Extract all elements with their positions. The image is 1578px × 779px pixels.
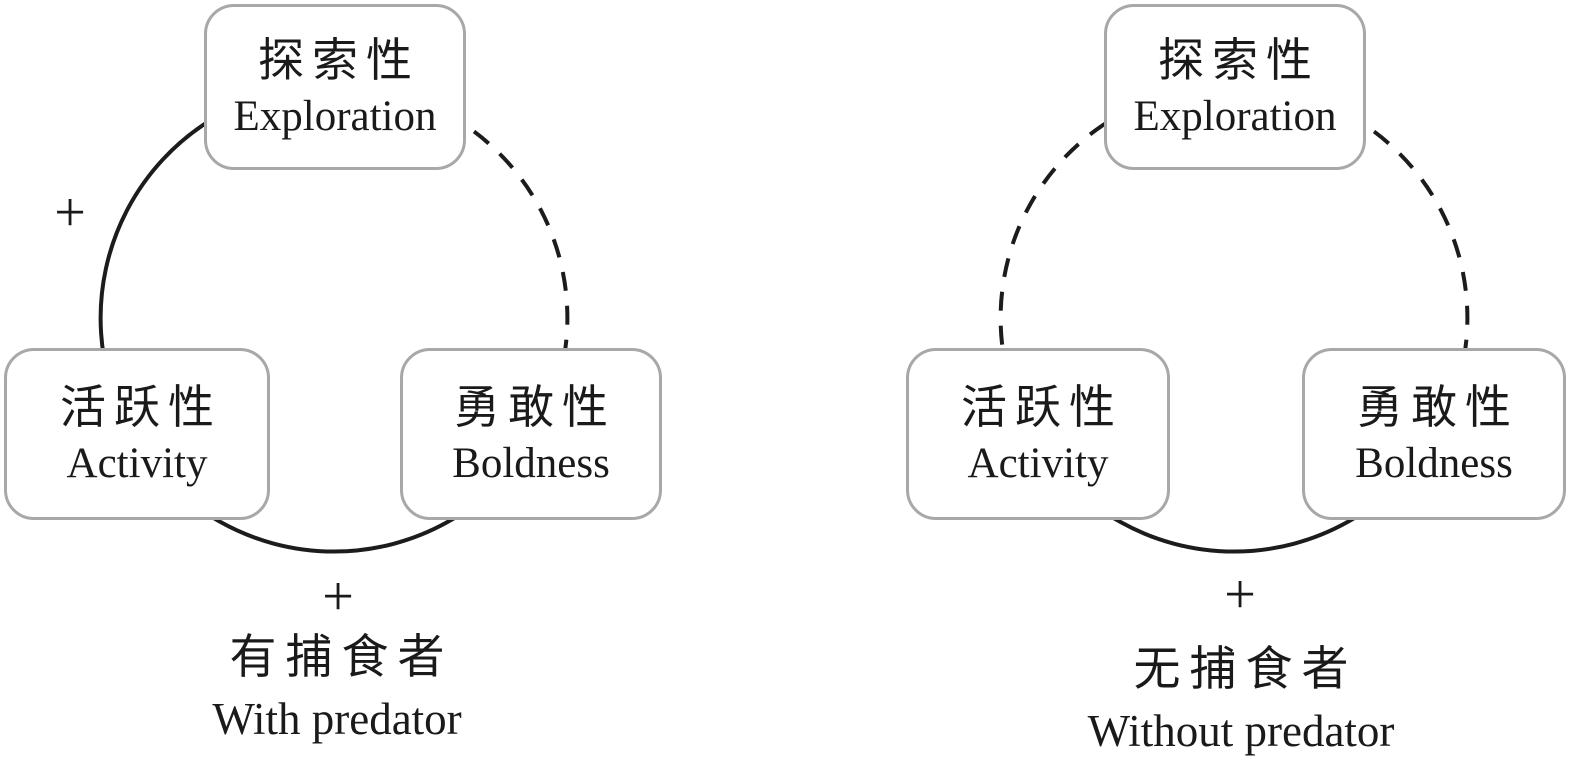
edge-sign-exploration-activity: + xyxy=(54,182,86,244)
node-activity-label-en: Activity xyxy=(967,440,1109,487)
edge-sign-activity-boldness: + xyxy=(322,566,354,628)
caption-with-predator: 有捕食者 With predator xyxy=(212,628,461,750)
node-activity-box: 活跃性 Activity xyxy=(906,348,1170,520)
caption-with-predator-en: With predator xyxy=(212,694,462,744)
node-boldness-label-en: Boldness xyxy=(452,440,610,487)
node-exploration-label-zh: 探索性 xyxy=(1158,35,1320,86)
node-boldness-label-zh: 勇敢性 xyxy=(1357,382,1519,433)
node-activity-label-zh: 活跃性 xyxy=(961,382,1123,433)
node-exploration-label-en: Exploration xyxy=(233,93,437,140)
node-exploration-label-zh: 探索性 xyxy=(258,35,420,86)
caption-without-predator: 无捕食者 Without predator xyxy=(1088,640,1395,762)
node-boldness-label-zh: 勇敢性 xyxy=(454,382,616,433)
edge-sign-activity-boldness: + xyxy=(1224,564,1256,626)
node-activity-label-zh: 活跃性 xyxy=(60,382,222,433)
node-boldness-label-en: Boldness xyxy=(1355,440,1513,487)
node-exploration-box: 探索性 Exploration xyxy=(204,4,466,170)
node-activity-box: 活跃性 Activity xyxy=(4,348,270,520)
caption-with-predator-zh: 有捕食者 xyxy=(229,632,454,684)
node-exploration-label-en: Exploration xyxy=(1133,93,1337,140)
caption-without-predator-en: Without predator xyxy=(1087,706,1395,756)
node-boldness-box: 勇敢性 Boldness xyxy=(1302,348,1566,520)
node-exploration-box: 探索性 Exploration xyxy=(1104,4,1366,170)
node-boldness-box: 勇敢性 Boldness xyxy=(400,348,662,520)
caption-without-predator-zh: 无捕食者 xyxy=(1133,644,1358,696)
node-activity-label-en: Activity xyxy=(66,440,208,487)
